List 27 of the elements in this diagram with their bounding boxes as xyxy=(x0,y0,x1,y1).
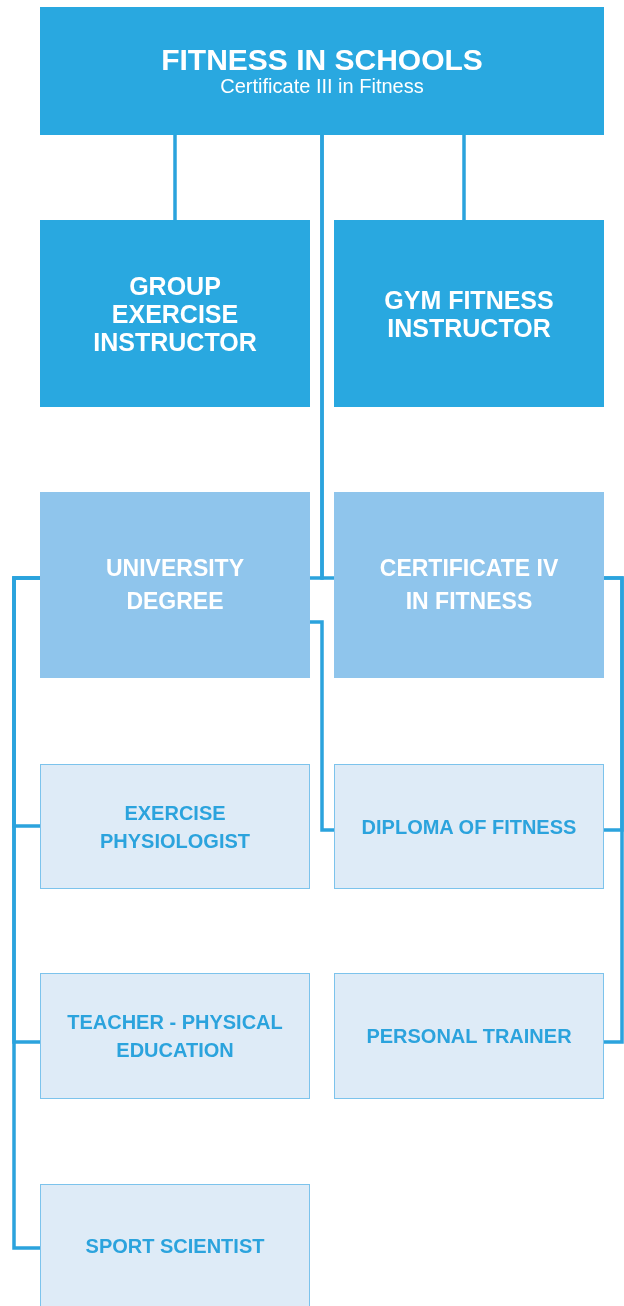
career-box xyxy=(40,492,310,678)
subtitle: Certificate III in Fitness xyxy=(220,75,424,97)
connector-line xyxy=(173,135,177,220)
box-label: GYM FITNESS INSTRUCTOR xyxy=(383,285,555,342)
connector-line xyxy=(320,135,334,580)
box-label: TEACHER - PHYSICAL EDUCATION xyxy=(66,1010,284,1063)
box-label: UNIVERSITY DEGREE xyxy=(105,554,245,616)
career-box xyxy=(334,220,604,407)
box-label: EXERCISE PHYSIOLOGIST xyxy=(99,800,251,854)
connector-line xyxy=(310,620,334,832)
box-label: DIPLOMA OF FITNESS xyxy=(361,814,577,840)
box-label: CERTIFICATE IV IN FITNESS xyxy=(378,554,560,616)
career-box xyxy=(334,973,604,1099)
box-label: PERSONAL TRAINER xyxy=(366,1024,572,1049)
career-box xyxy=(40,973,310,1099)
career-box xyxy=(40,1184,310,1306)
career-box xyxy=(40,220,310,407)
title-box xyxy=(40,7,604,135)
box-label: SPORT SCIENTIST xyxy=(85,1234,265,1259)
connector-line xyxy=(12,576,40,1250)
career-box xyxy=(40,764,310,889)
career-box xyxy=(334,764,604,889)
connector-line xyxy=(604,576,624,1044)
connector-line xyxy=(462,135,466,220)
box-label: GROUP EXERCISE INSTRUCTOR xyxy=(92,271,258,356)
career-box xyxy=(334,492,604,678)
title: FITNESS IN SCHOOLS xyxy=(161,45,483,75)
